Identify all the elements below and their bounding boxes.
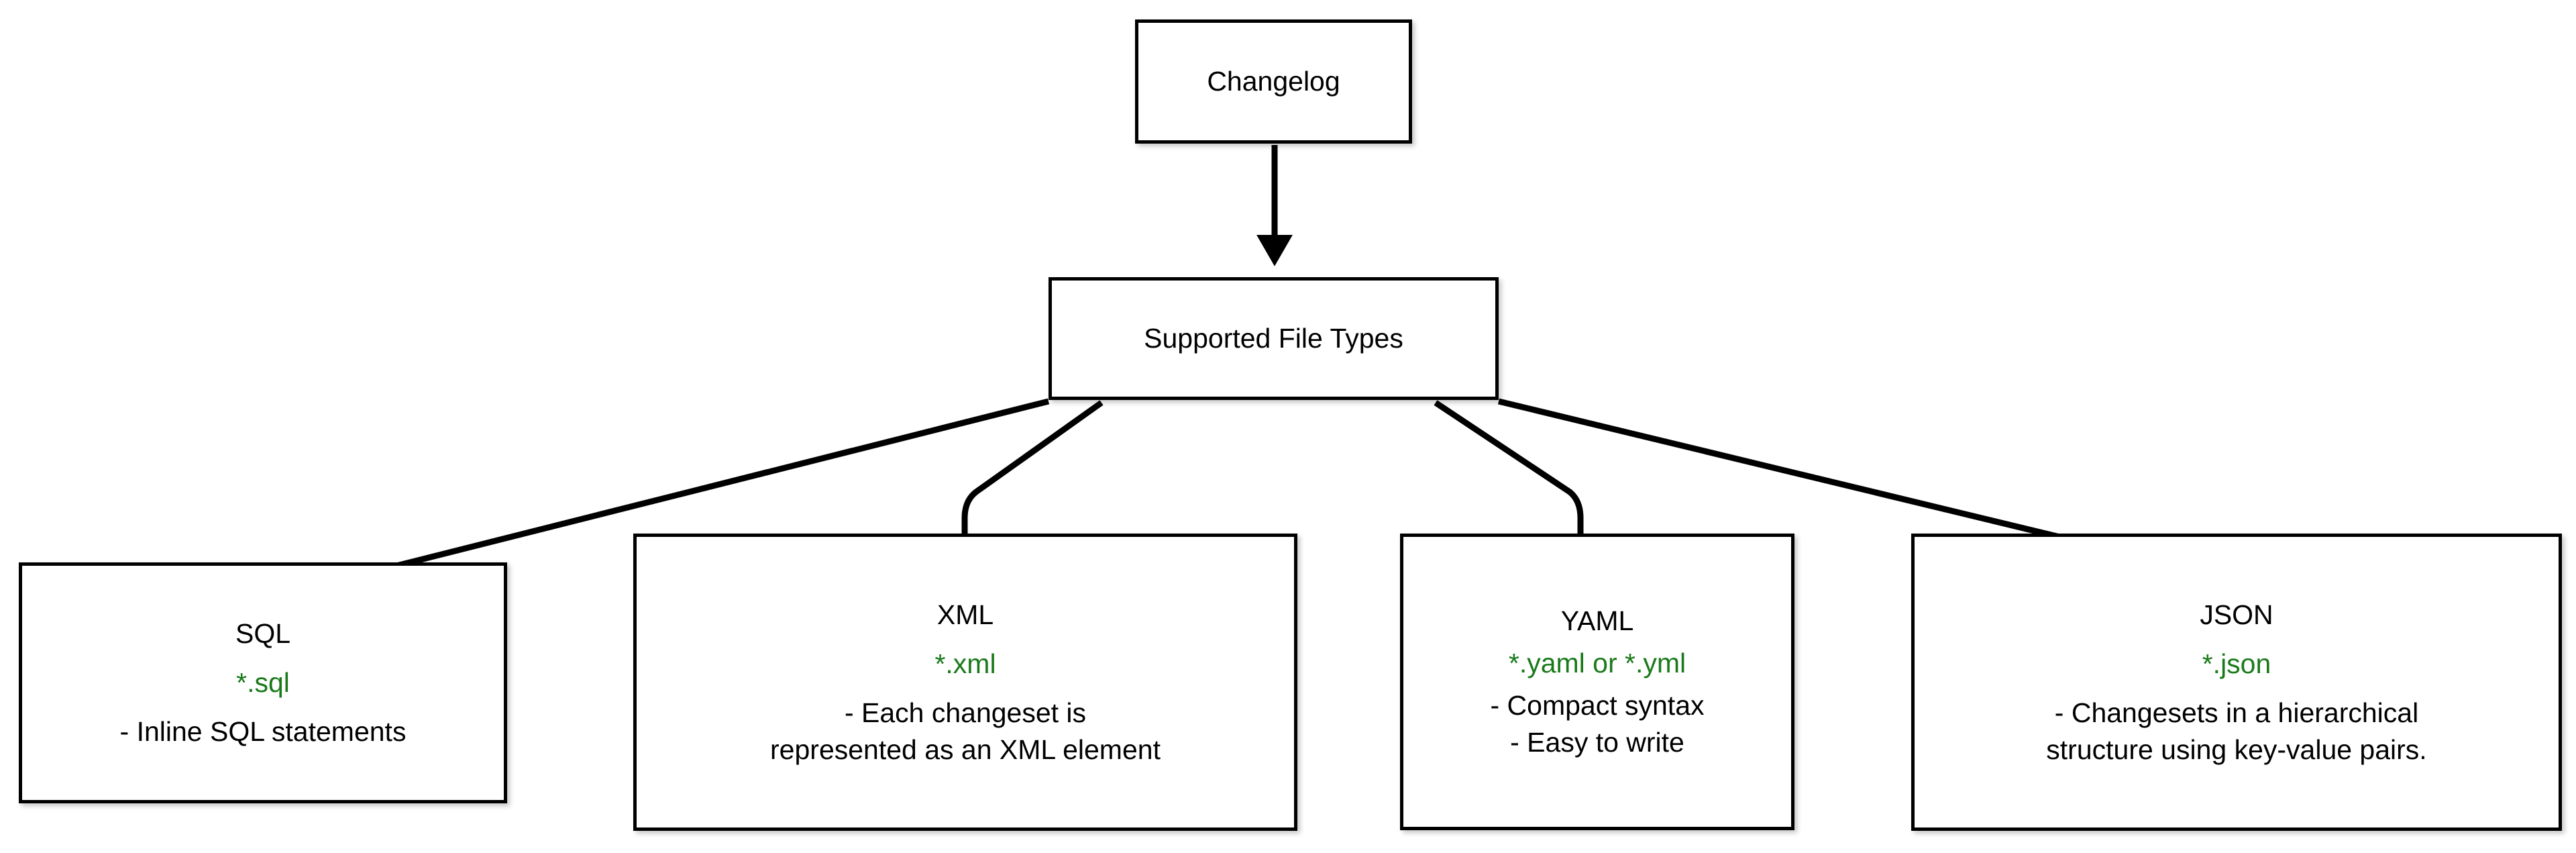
node-yaml-description-line-1: - Compact syntax xyxy=(1490,690,1705,721)
node-changelog-label: Changelog xyxy=(1207,66,1340,97)
node-xml-title: XML xyxy=(936,599,994,630)
node-xml-description-line-1: - Each changeset is xyxy=(844,697,1087,728)
node-xml-extension: *.xml xyxy=(934,648,996,679)
node-json-description-line-2: structure using key-value pairs. xyxy=(2046,734,2427,765)
node-sql[interactable]: SQL *.sql - Inline SQL statements xyxy=(19,562,507,803)
node-json-description-line-1: - Changesets in a hierarchical xyxy=(2054,697,2419,728)
node-changelog[interactable]: Changelog xyxy=(1135,19,1412,144)
node-json[interactable]: JSON *.json - Changesets in a hierarchic… xyxy=(1911,534,2562,831)
node-json-title: JSON xyxy=(2200,599,2273,630)
node-json-extension: *.json xyxy=(2202,648,2271,679)
node-yaml-description-line-2: - Easy to write xyxy=(1510,727,1684,758)
node-yaml-title: YAML xyxy=(1560,605,1634,636)
node-supported-file-types-label: Supported File Types xyxy=(1144,323,1403,354)
node-yaml-extension: *.yaml or *.yml xyxy=(1508,648,1686,679)
node-xml-description-line-2: represented as an XML element xyxy=(770,734,1161,765)
node-supported-file-types[interactable]: Supported File Types xyxy=(1049,277,1499,400)
node-sql-title: SQL xyxy=(235,618,291,649)
node-yaml[interactable]: YAML *.yaml or *.yml - Compact syntax - … xyxy=(1400,534,1794,830)
node-xml[interactable]: XML *.xml - Each changeset is represente… xyxy=(633,534,1297,831)
node-sql-description-line-1: - Inline SQL statements xyxy=(119,716,407,747)
node-sql-extension: *.sql xyxy=(236,667,290,698)
